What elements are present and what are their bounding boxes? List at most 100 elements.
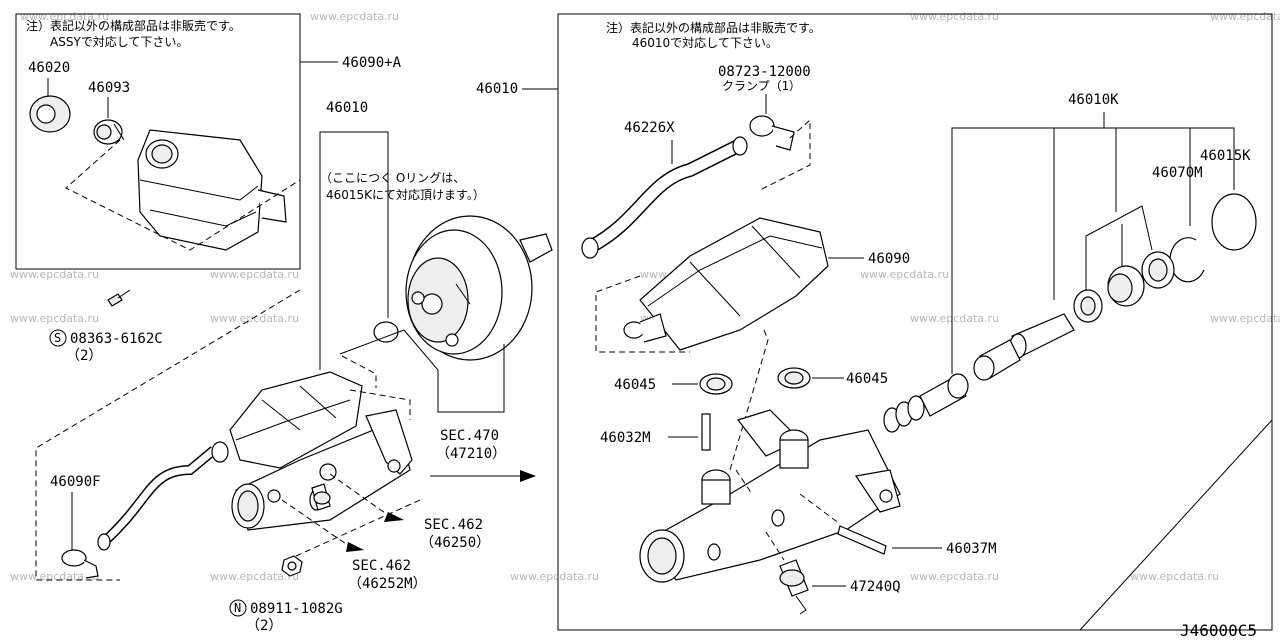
label-right-assy: 46010 <box>476 81 518 97</box>
grommet-right <box>777 367 811 389</box>
reservoir-right <box>623 217 829 351</box>
label-hose-clamp: 46090F <box>50 474 101 490</box>
hose-clamp-right <box>749 115 795 151</box>
reservoir-hose-right <box>581 136 748 259</box>
reservoir-cap <box>29 95 71 133</box>
watermark: www.epcdata.ru <box>1210 312 1280 325</box>
watermark: www.epcdata.ru <box>910 10 999 23</box>
label-cap: 46020 <box>28 60 70 76</box>
assembly-dashed-line <box>295 499 421 557</box>
label-hose: 46226X <box>624 120 675 136</box>
label-clamp-name: クランプ（1） <box>722 79 801 93</box>
kit-bracket <box>951 127 1235 374</box>
oring-note-line1: （ここにつく Oリングは、 <box>320 171 465 185</box>
assembly-dashed-line <box>759 118 811 191</box>
assembly-dashed-line <box>735 469 753 495</box>
arrow-head <box>384 512 404 522</box>
pin <box>701 413 711 451</box>
label-sec470: SEC.470 <box>440 428 499 444</box>
label-pin: 46032M <box>600 430 651 446</box>
label-tank-assy: 46090+A <box>342 55 402 71</box>
watermark: www.epcdata.ru <box>860 268 949 281</box>
leader-bracket <box>319 131 389 370</box>
brake-booster <box>405 215 553 361</box>
watermark: www.epcdata.ru <box>20 10 109 23</box>
primary-piston <box>973 313 1075 381</box>
strainer <box>93 119 125 145</box>
piston-guide <box>1107 265 1145 307</box>
cup-seal <box>1141 251 1175 289</box>
label-strainer: 46093 <box>88 80 130 96</box>
label-bolt-qty: （2） <box>66 348 102 364</box>
leader-line <box>1085 205 1153 251</box>
stop-pin <box>837 525 887 555</box>
arrow-head <box>346 542 364 552</box>
assembly-dashed-line <box>765 531 785 561</box>
label-seal: 46070M <box>1152 165 1203 181</box>
assembly-dashed-line <box>341 355 377 388</box>
watermark: www.epcdata.ru <box>210 312 299 325</box>
arrow-head <box>520 470 536 482</box>
hose-clamp <box>61 549 99 579</box>
label-stop-pin: 46037M <box>946 541 997 557</box>
left-inset-box: 注）表記以外の構成部品は非販売です。 ASSYで対応して下さい。 46020 4… <box>15 13 301 270</box>
reservoir-on-cylinder <box>229 371 363 469</box>
watermark: www.epcdata.ru <box>210 268 299 281</box>
label-sec462a-sub: （46250） <box>420 535 490 551</box>
symbol-s-circle <box>49 329 67 347</box>
assembly-dashed-line <box>799 493 841 525</box>
oring-note-line2: 46015Kにて対応頂けます。） <box>326 188 485 202</box>
watermark: www.epcdata.ru <box>1210 10 1280 23</box>
right-note-line1: 注）表記以外の構成部品は非販売です。 <box>606 20 821 35</box>
bolt <box>107 289 131 307</box>
watermark: www.epcdata.ru <box>10 312 99 325</box>
assembly-dashed-line <box>349 389 411 420</box>
circlip-ring <box>1211 193 1257 251</box>
frame-diagonal <box>1079 419 1273 631</box>
label-kit: 46010K <box>1068 92 1119 108</box>
nut <box>281 555 303 577</box>
grommet-left <box>699 373 733 395</box>
leader-bracket <box>339 329 505 413</box>
watermark: www.epcdata.ru <box>310 10 399 23</box>
label-grommet-left: 46045 <box>614 377 656 393</box>
label-sec470-sub: （47210） <box>436 446 506 462</box>
assembly-dashed-line <box>329 473 393 519</box>
reservoir-hose <box>97 441 229 551</box>
right-frame <box>557 13 1273 631</box>
snap-ring <box>1169 237 1205 283</box>
label-master-cylinder: 46010 <box>326 100 368 116</box>
label-sec462a: SEC.462 <box>424 517 483 533</box>
watermark: www.epcdata.ru <box>1130 570 1219 583</box>
label-circlip: 46015K <box>1200 148 1251 164</box>
assembly-dashed-line <box>281 499 353 549</box>
inset-frame <box>15 13 301 270</box>
label-sec462b-sub: （46252M） <box>348 576 427 592</box>
symbol-n: N <box>234 601 241 615</box>
label-nut: 08911-1082G <box>250 601 343 617</box>
inset-note-line1: 注）表記以外の構成部品は非販売です。 <box>26 18 241 33</box>
o-ring <box>373 321 399 343</box>
label-clamp-no: 08723-12000 <box>718 64 811 80</box>
label-switch: 47240Q <box>850 579 901 595</box>
symbol-n-circle <box>229 599 247 617</box>
label-reservoir: 46090 <box>868 251 910 267</box>
washer <box>1073 289 1103 323</box>
secondary-piston <box>883 373 969 433</box>
label-nut-qty: （2） <box>246 618 282 634</box>
pressure-switch <box>311 483 331 511</box>
symbol-s: S <box>54 331 61 345</box>
reservoir-tank <box>137 129 287 251</box>
master-cylinder-body-right <box>639 409 901 583</box>
master-cylinder-body <box>231 409 413 531</box>
assembly-dashed-line <box>65 139 301 251</box>
watermark: www.epcdata.ru <box>10 268 99 281</box>
right-note-line2: 46010で対応して下さい。 <box>632 36 778 50</box>
watermark: www.epcdata.ru <box>210 570 299 583</box>
label-grommet-right: 46045 <box>846 371 888 387</box>
watermark: www.epcdata.ru <box>910 312 999 325</box>
label-sec462b: SEC.462 <box>352 558 411 574</box>
label-bolt: 08363-6162C <box>70 331 163 347</box>
watermark: www.epcdata.ru <box>510 570 599 583</box>
